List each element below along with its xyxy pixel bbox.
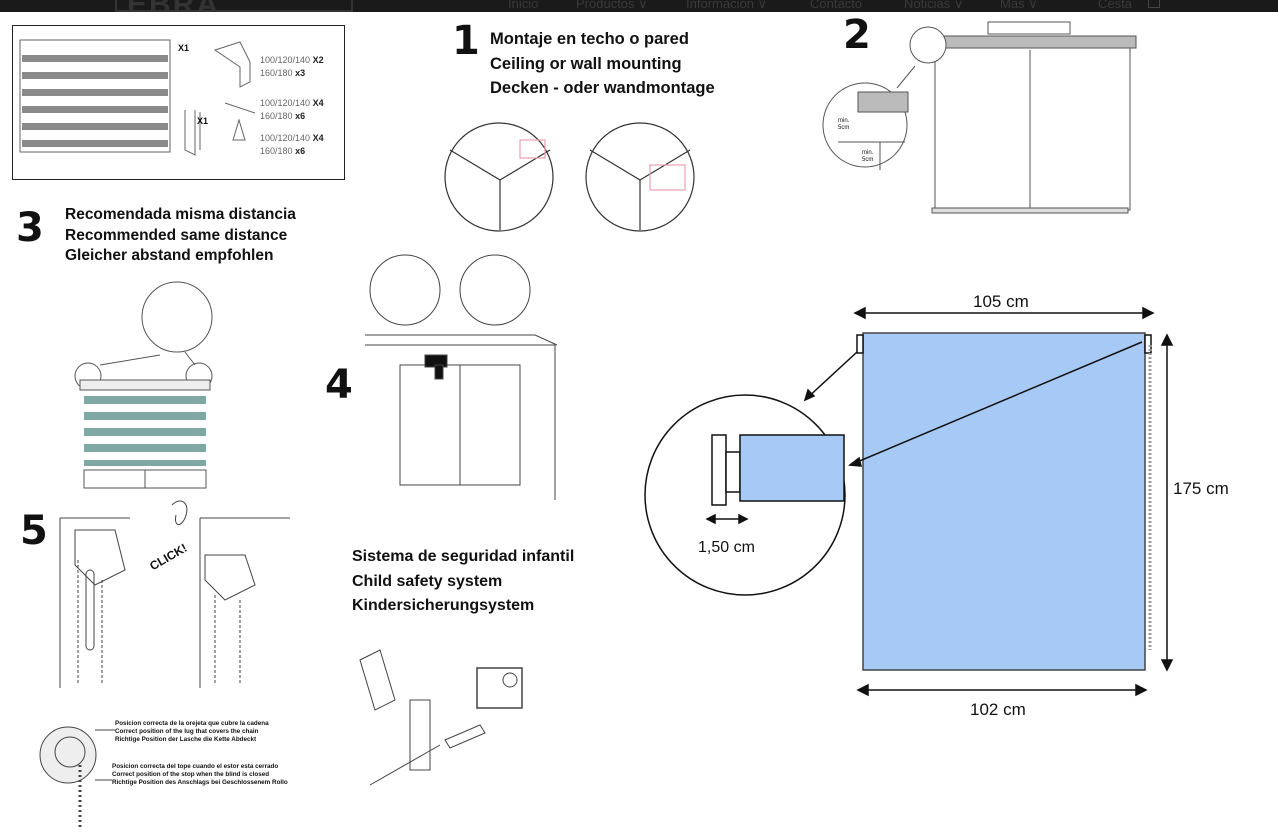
click-mechanism-drawing: [59, 500, 290, 688]
step-2-number: 2: [843, 12, 871, 58]
chain-note-lug: Posicion correcta de la orejeta que cubr…: [115, 720, 269, 743]
step-1-number: 1: [452, 18, 480, 64]
nav-contacto[interactable]: Contacto: [810, 0, 863, 11]
step-5-number: 5: [20, 508, 48, 554]
height-label: 175 cm: [1173, 479, 1229, 498]
bracket-gap-label: 1,50 cm: [698, 539, 755, 556]
chain-stop-drawing: [39, 726, 115, 830]
chain-qty: X1: [197, 116, 209, 126]
site-header: EBRA Inicio Productos ∨ Información ∨ Co…: [0, 0, 1278, 12]
logo-text: EBRA: [127, 0, 220, 12]
min-distance-label-2: min.5cm: [862, 150, 874, 163]
blind-parts-drawing: [19, 39, 256, 156]
cart-icon[interactable]: [1148, 0, 1160, 8]
step-3-number: 3: [16, 205, 44, 251]
nav-inicio[interactable]: Inicio: [508, 0, 539, 11]
zebra-blind-distance-drawing: [74, 281, 213, 489]
step-4-number: 4: [325, 362, 353, 408]
child-safety-drawing: [359, 649, 523, 786]
bottom-width-label: 102 cm: [970, 700, 1026, 719]
top-width-label: 105 cm: [973, 292, 1029, 311]
min-distance-label-1: min.5cm: [838, 118, 850, 131]
nav-noticias[interactable]: Noticias ∨: [904, 0, 964, 11]
nav-productos[interactable]: Productos ∨: [576, 0, 648, 11]
chain-note-stop: Posicion correcta del tope cuando el est…: [112, 763, 288, 786]
window-level-drawing: [822, 21, 1137, 214]
nav-mas[interactable]: Más ∨: [1000, 0, 1038, 11]
drill-mount-drawing: [365, 254, 558, 500]
roller-blind-dimension-drawing: [644, 306, 1174, 697]
nav-informacion[interactable]: Información ∨: [686, 0, 768, 11]
parts-box: [12, 25, 345, 180]
ceiling-mount-detail: [444, 122, 695, 232]
logo[interactable]: EBRA: [115, 0, 353, 12]
nav-cart[interactable]: Cesta: [1098, 0, 1132, 11]
blind-qty: X1: [178, 43, 190, 53]
